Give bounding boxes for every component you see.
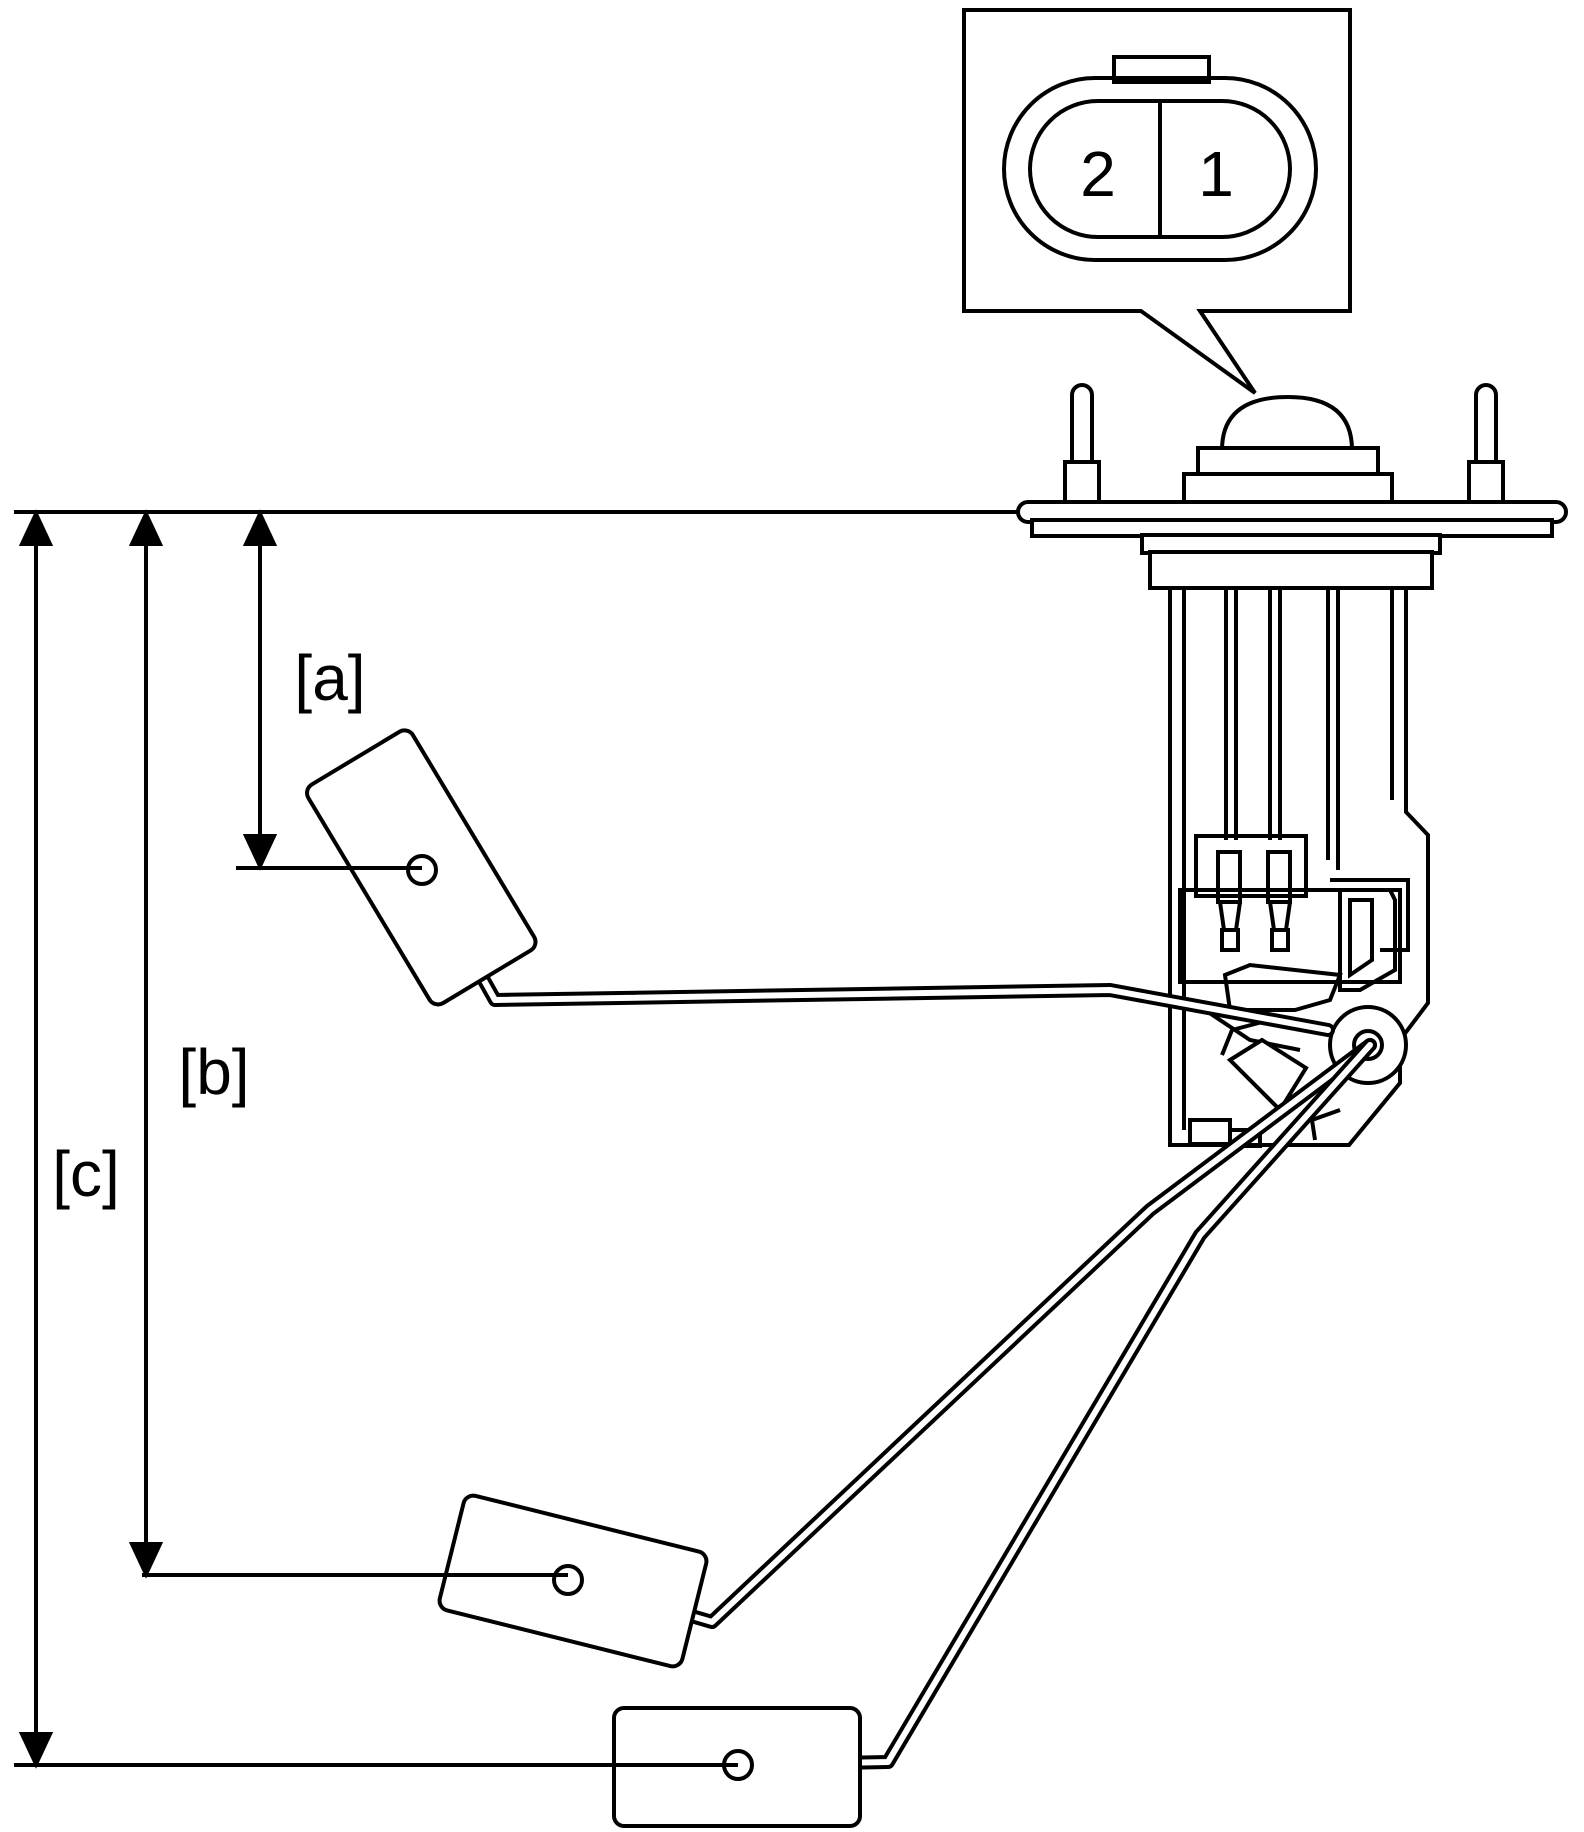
label-bg-c bbox=[44, 1128, 134, 1208]
label-bg-b bbox=[164, 1020, 264, 1110]
mounting-stud-right bbox=[1467, 383, 1505, 506]
connector-pin-2: 2 bbox=[1080, 138, 1116, 210]
callout-box bbox=[962, 8, 1352, 395]
label-bg-a bbox=[280, 630, 380, 710]
dimension-label-b: [b] bbox=[178, 1036, 249, 1108]
dimension-label-c: [c] bbox=[52, 1138, 120, 1210]
terminal-block bbox=[1194, 834, 1308, 898]
connector-callout bbox=[962, 8, 1352, 395]
connector-dome bbox=[1219, 394, 1355, 452]
connector-pin-1: 1 bbox=[1198, 138, 1234, 210]
float-b bbox=[437, 1493, 709, 1669]
mounting-stud-left bbox=[1063, 383, 1101, 506]
sender-flange bbox=[1016, 383, 1568, 590]
connector-outer-shell bbox=[1002, 76, 1318, 262]
dimension-label-a: [a] bbox=[294, 642, 365, 714]
dimension-lines bbox=[14, 509, 1020, 1769]
connector-latch bbox=[1112, 55, 1211, 84]
